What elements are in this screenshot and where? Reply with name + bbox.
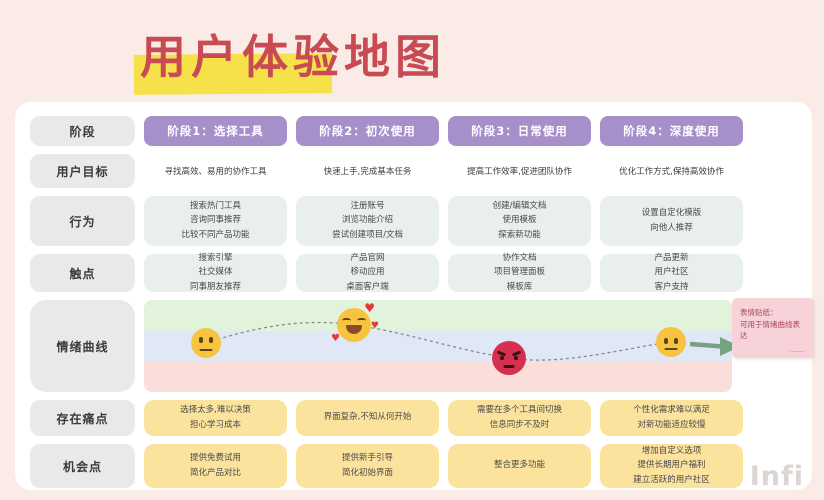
smiling-face-with-hearts-emoji: ♥ ♥ ♥ xyxy=(331,302,379,344)
text-line: 界面复杂,不知从何开始 xyxy=(323,412,412,423)
text-line: 比较不同产品功能 xyxy=(181,229,250,240)
emotion-band-negative xyxy=(144,361,732,392)
text-line: 选择太多,难以决策 xyxy=(180,405,251,416)
ux-map-panel: 阶段 阶段1：选择工具 阶段2：初次使用 阶段3：日常使用 阶段4：深度使用 用… xyxy=(15,102,812,490)
heart-icon: ♥ xyxy=(364,301,375,315)
arrow-to-note-icon xyxy=(689,337,740,356)
text-line: 协作文档 xyxy=(502,253,537,264)
behaviors-stage-2: 注册账号浏览功能介绍尝试创建项目/文档 xyxy=(296,196,439,246)
angry-face-emoji xyxy=(492,341,526,375)
pain-points-stage-3: 需要在多个工具间切换信息同步不及时 xyxy=(448,400,591,436)
pain-points-stage-1: 选择太多,难以决策担心学习成本 xyxy=(144,400,287,436)
text-line: 信息同步不及时 xyxy=(489,419,550,430)
text-line: 提供免费试用 xyxy=(189,453,241,464)
goal-stage-2: 快速上手,完成基本任务 xyxy=(323,167,412,177)
text-line: 产品更新 xyxy=(654,253,689,264)
behaviors-stage-1: 搜索热门工具咨询同事推荐比较不同产品功能 xyxy=(144,196,287,246)
page-title: 用户体验地图 xyxy=(140,30,446,84)
text-line: 产品官网 xyxy=(350,253,385,264)
touchpoints-stage-1: 搜索引擎社交媒体同事朋友推荐 xyxy=(144,253,287,292)
goal-stage-3: 提高工作效率,促进团队协作 xyxy=(467,167,572,177)
text-line: 创建/编辑文档 xyxy=(492,201,547,212)
neutral-face-emoji xyxy=(656,327,686,357)
watermark: Infi xyxy=(749,461,804,492)
text-line: 搜索引擎 xyxy=(198,253,233,264)
text-line: 搜索热门工具 xyxy=(189,201,241,212)
touchpoints-stage-3: 协作文档项目管理面板模板库 xyxy=(448,253,591,292)
goal-stage-1: 寻找高效、易用的协作工具 xyxy=(164,167,267,177)
emotion-curve-area: ♥ ♥ ♥ xyxy=(144,300,743,392)
text-line: 建立活跃的用户社区 xyxy=(633,474,710,485)
emotion-sticky-note: 表情贴纸： 可用于情绪曲线表达 xyxy=(732,298,814,358)
pain-points-stage-4: 个性化需求难以满足对新功能适应较慢 xyxy=(600,400,743,436)
row-label-behavior: 行为 xyxy=(30,196,135,246)
text-line: 简化产品对比 xyxy=(189,467,241,478)
touchpoints-stage-4: 产品更新用户社区客户支持 xyxy=(600,253,743,292)
neutral-face-emoji xyxy=(191,328,221,358)
behaviors-stage-4: 设置自定化模版向他人推荐 xyxy=(600,196,743,246)
text-line: 需要在多个工具间切换 xyxy=(476,405,562,416)
text-line: 向他人推荐 xyxy=(650,222,693,233)
stage-header-4: 阶段4：深度使用 xyxy=(600,116,743,146)
emotion-band-neutral xyxy=(144,331,732,361)
heart-icon: ♥ xyxy=(331,333,340,344)
text-line: 模板库 xyxy=(506,281,533,292)
text-line: 注册账号 xyxy=(350,201,385,212)
sticky-note-line: 表情贴纸： xyxy=(740,308,778,317)
text-line: 移动应用 xyxy=(350,267,385,278)
sticky-note-line: 可用于情绪曲线表达 xyxy=(740,319,800,341)
stage-header-3: 阶段3：日常使用 xyxy=(448,116,591,146)
text-line: 对新功能适应较慢 xyxy=(637,419,706,430)
text-line: 用户社区 xyxy=(654,267,689,278)
row-label-stage: 阶段 xyxy=(30,116,135,146)
text-line: 探索新功能 xyxy=(498,229,541,240)
text-line: 桌面客户端 xyxy=(346,281,389,292)
text-line: 浏览功能介绍 xyxy=(341,215,393,226)
text-line: 使用模板 xyxy=(502,215,537,226)
goal-stage-4: 优化工作方式,保持高效协作 xyxy=(619,167,724,177)
opportunities-stage-3: 整合更多功能 xyxy=(448,444,591,488)
text-line: 提供长期用户福利 xyxy=(637,460,706,471)
opportunities-stage-1: 提供免费试用简化产品对比 xyxy=(144,444,287,488)
text-line: 担心学习成本 xyxy=(189,419,241,430)
note-signature-scribble xyxy=(788,348,808,352)
row-label-touchpoint: 触点 xyxy=(30,254,135,292)
row-label-pain-point: 存在痛点 xyxy=(30,400,135,436)
row-label-opportunity: 机会点 xyxy=(30,444,135,488)
text-line: 提供新手引导 xyxy=(341,453,393,464)
row-label-user-goal: 用户目标 xyxy=(30,154,135,188)
ux-map-grid: 阶段 阶段1：选择工具 阶段2：初次使用 阶段3：日常使用 阶段4：深度使用 用… xyxy=(30,116,812,488)
stage-header-2: 阶段2：初次使用 xyxy=(296,116,439,146)
text-line: 社交媒体 xyxy=(198,267,233,278)
text-line: 项目管理面板 xyxy=(493,267,545,278)
text-line: 简化初始界面 xyxy=(341,467,393,478)
behaviors-stage-3: 创建/编辑文档使用模板探索新功能 xyxy=(448,196,591,246)
text-line: 客户支持 xyxy=(654,281,689,292)
heart-icon: ♥ xyxy=(370,321,379,331)
text-line: 整合更多功能 xyxy=(493,460,545,471)
text-line: 个性化需求难以满足 xyxy=(633,405,710,416)
text-line: 尝试创建项目/文档 xyxy=(332,229,403,240)
text-line: 设置自定化模版 xyxy=(641,208,702,219)
stage-header-1: 阶段1：选择工具 xyxy=(144,116,287,146)
text-line: 增加自定义选项 xyxy=(641,446,702,457)
opportunities-stage-4: 增加自定义选项提供长期用户福利建立活跃的用户社区 xyxy=(600,444,743,488)
touchpoints-stage-2: 产品官网移动应用桌面客户端 xyxy=(296,253,439,292)
emotion-band-positive xyxy=(144,300,732,331)
text-line: 同事朋友推荐 xyxy=(189,281,241,292)
row-label-emotion-curve: 情绪曲线 xyxy=(30,300,135,392)
text-line: 咨询同事推荐 xyxy=(189,215,241,226)
opportunities-stage-2: 提供新手引导简化初始界面 xyxy=(296,444,439,488)
emotion-curve-line xyxy=(205,321,740,361)
pain-points-stage-2: 界面复杂,不知从何开始 xyxy=(296,400,439,436)
page-title-block: 用户体验地图 xyxy=(133,30,446,95)
